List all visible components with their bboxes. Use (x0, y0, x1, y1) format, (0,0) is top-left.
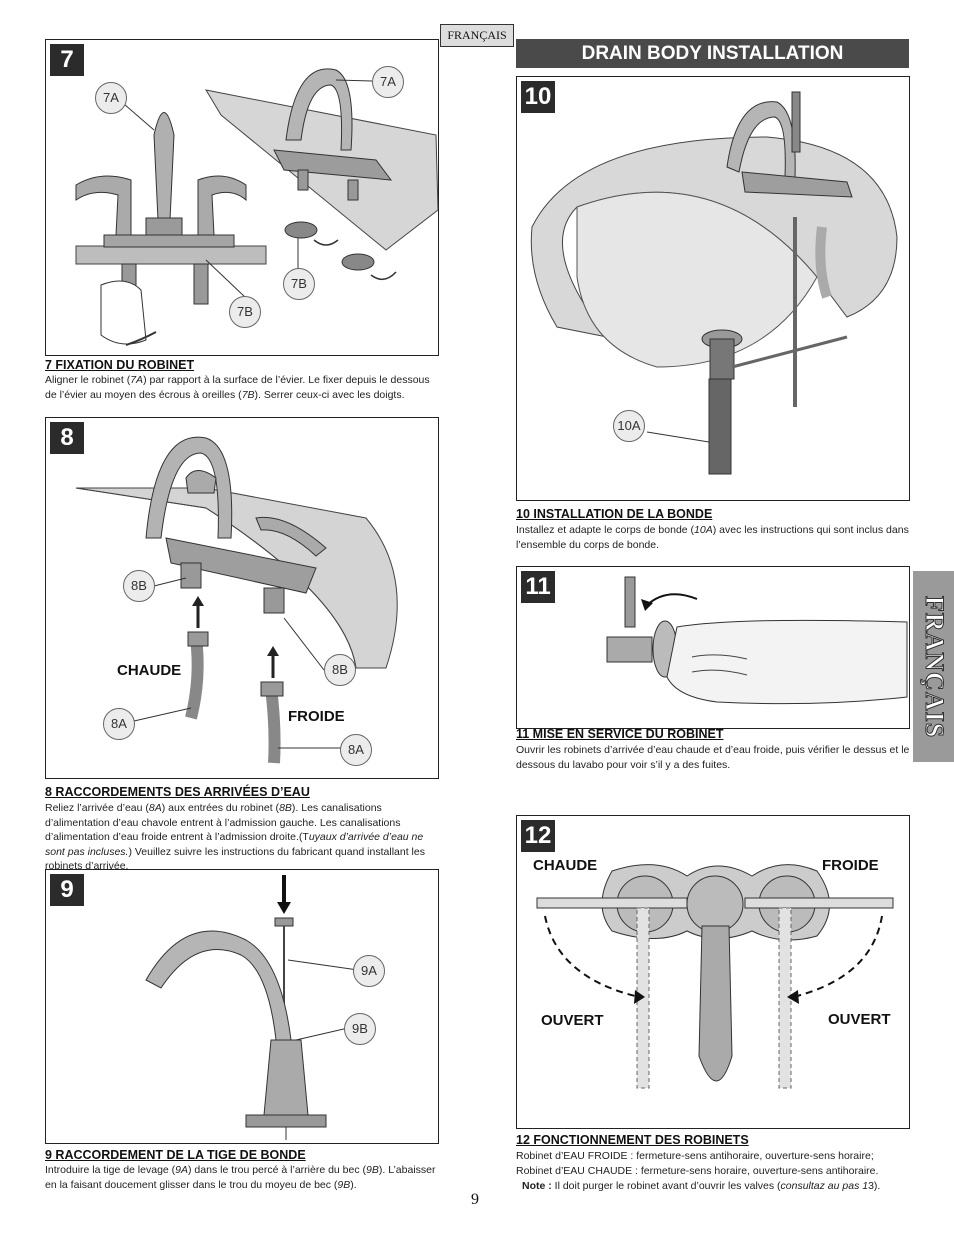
step-12-number: 12 (521, 820, 555, 852)
side-tab-label: FRANÇAIS (919, 595, 949, 738)
step-9-title: 9 RACCORDEMENT DE LA TIGE DE BONDE (45, 1148, 306, 1162)
callout-9b: 9B (344, 1013, 376, 1045)
step-9-panel: 9 9A 9B (45, 869, 439, 1144)
step-7-number: 7 (50, 44, 84, 76)
page-number: 9 (471, 1191, 479, 1208)
step-11-body: Ouvrir les robinets d’arrivée d’eau chau… (516, 744, 910, 771)
callout-10a: 10A (613, 410, 645, 442)
label-open-left: OUVERT (541, 1012, 604, 1029)
step-8-number: 8 (50, 422, 84, 454)
step-12-title: 12 FONCTIONNEMENT DES ROBINETS (516, 1133, 749, 1147)
step-10-body: Installez et adapte le corps de bonde (1… (516, 524, 909, 551)
step-11-number: 11 (521, 571, 555, 603)
callout-7a-left: 7A (95, 82, 127, 114)
step-11-panel: 11 (516, 566, 910, 729)
step-12-note: Note : Il doit purger le robinet avant d… (522, 1180, 881, 1192)
step-8-body: Reliez l’arrivée d’eau (8A) aux entrées … (45, 802, 425, 872)
callout-8a-right: 8A (340, 734, 372, 766)
step-7-body: Aligner le robinet (7A) par rapport à la… (45, 374, 430, 401)
step-12-body: Robinet d’EAU FROIDE : fermeture-sens an… (516, 1150, 879, 1177)
callout-8a-left: 8A (103, 708, 135, 740)
label-open-right: OUVERT (828, 1011, 891, 1028)
step-8-title: 8 RACCORDEMENTS DES ARRIVÉES D’EAU (45, 785, 310, 799)
label-cold-8: FROIDE (288, 708, 345, 725)
label-hot-12: CHAUDE (533, 857, 598, 874)
step-11-title: 11 MISE EN SERVICE DU ROBINET (516, 727, 724, 741)
callout-7b-right: 7B (283, 268, 315, 300)
step-12-panel: 12 CHAUDE FROIDE OUVERT OUVERT (516, 815, 910, 1129)
callout-7b-left: 7B (229, 296, 261, 328)
callout-8b-left: 8B (123, 570, 155, 602)
step-8-illustration (75, 436, 398, 764)
step-10-illustration (530, 91, 898, 475)
step-7-illustration (75, 68, 438, 346)
callout-8b-right: 8B (324, 654, 356, 686)
step-9-body: Introduire la tige de levage (9A) dans l… (45, 1164, 436, 1191)
step-10-number: 10 (521, 81, 555, 113)
callout-7a-right: 7A (372, 66, 404, 98)
step-10-title: 10 INSTALLATION DE LA BONDE (516, 507, 713, 521)
step-9-number: 9 (50, 874, 84, 906)
side-language-tab: FRANÇAIS (913, 571, 954, 762)
label-hot-8: CHAUDE (117, 662, 182, 679)
step-12-illustration (536, 864, 894, 1089)
step-7-title: 7 FIXATION DU ROBINET (45, 358, 195, 372)
step-11-illustration (606, 576, 908, 705)
callout-9a: 9A (353, 955, 385, 987)
step-7-panel: 7 7A 7A 7B 7B (45, 39, 439, 356)
label-cold-12: FROIDE (822, 857, 879, 874)
step-8-panel: 8 8B 8B 8A 8A CHAUDE FROIDE (45, 417, 439, 779)
step-9-illustration (145, 875, 359, 1140)
language-tag: FRANÇAIS (440, 24, 514, 47)
step-10-panel: 10 10A (516, 76, 910, 501)
section-header: DRAIN BODY INSTALLATION (516, 39, 909, 68)
